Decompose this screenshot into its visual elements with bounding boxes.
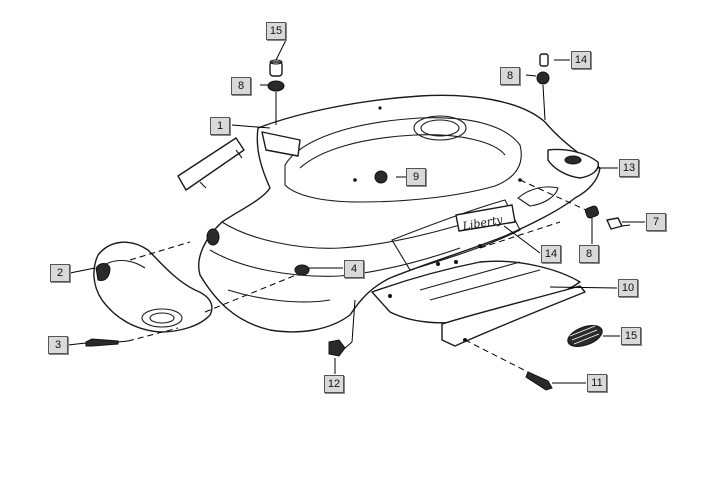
grommet-part-4 (206, 228, 310, 276)
callout-7: 7 (646, 213, 666, 231)
callout-11: 11 (587, 374, 607, 392)
callout-14-top: 14 (571, 51, 591, 69)
callout-1: 1 (210, 117, 230, 135)
callout-15-lower: 15 (621, 327, 641, 345)
right-side-fasteners (519, 179, 631, 230)
callout-9: 9 (406, 168, 426, 186)
screw-part-3 (85, 338, 129, 347)
callout-8-right: 8 (500, 67, 520, 85)
clip-part-9 (374, 170, 388, 184)
nut-part-12 (328, 299, 356, 357)
front-cover-part (93, 241, 213, 333)
callout-8-lower: 8 (579, 245, 599, 263)
callout-8-top: 8 (231, 77, 251, 95)
callout-3: 3 (48, 336, 68, 354)
grille-part-15 (567, 325, 603, 347)
side-skirt-part-10 (371, 260, 586, 347)
callout-14-middle: 14 (541, 245, 561, 263)
callout-10: 10 (618, 279, 638, 297)
callout-2: 2 (50, 264, 70, 282)
right-top-stack (536, 53, 550, 121)
top-bushing-stack (267, 59, 285, 125)
screw-part-11 (525, 371, 553, 391)
callout-13: 13 (619, 159, 639, 177)
left-bracket-part (177, 137, 245, 191)
assembly-lines (127, 221, 561, 373)
callout-15-top: 15 (266, 22, 286, 40)
callout-4: 4 (344, 260, 364, 278)
callout-leaders (67, 39, 645, 384)
callout-12: 12 (324, 375, 344, 393)
